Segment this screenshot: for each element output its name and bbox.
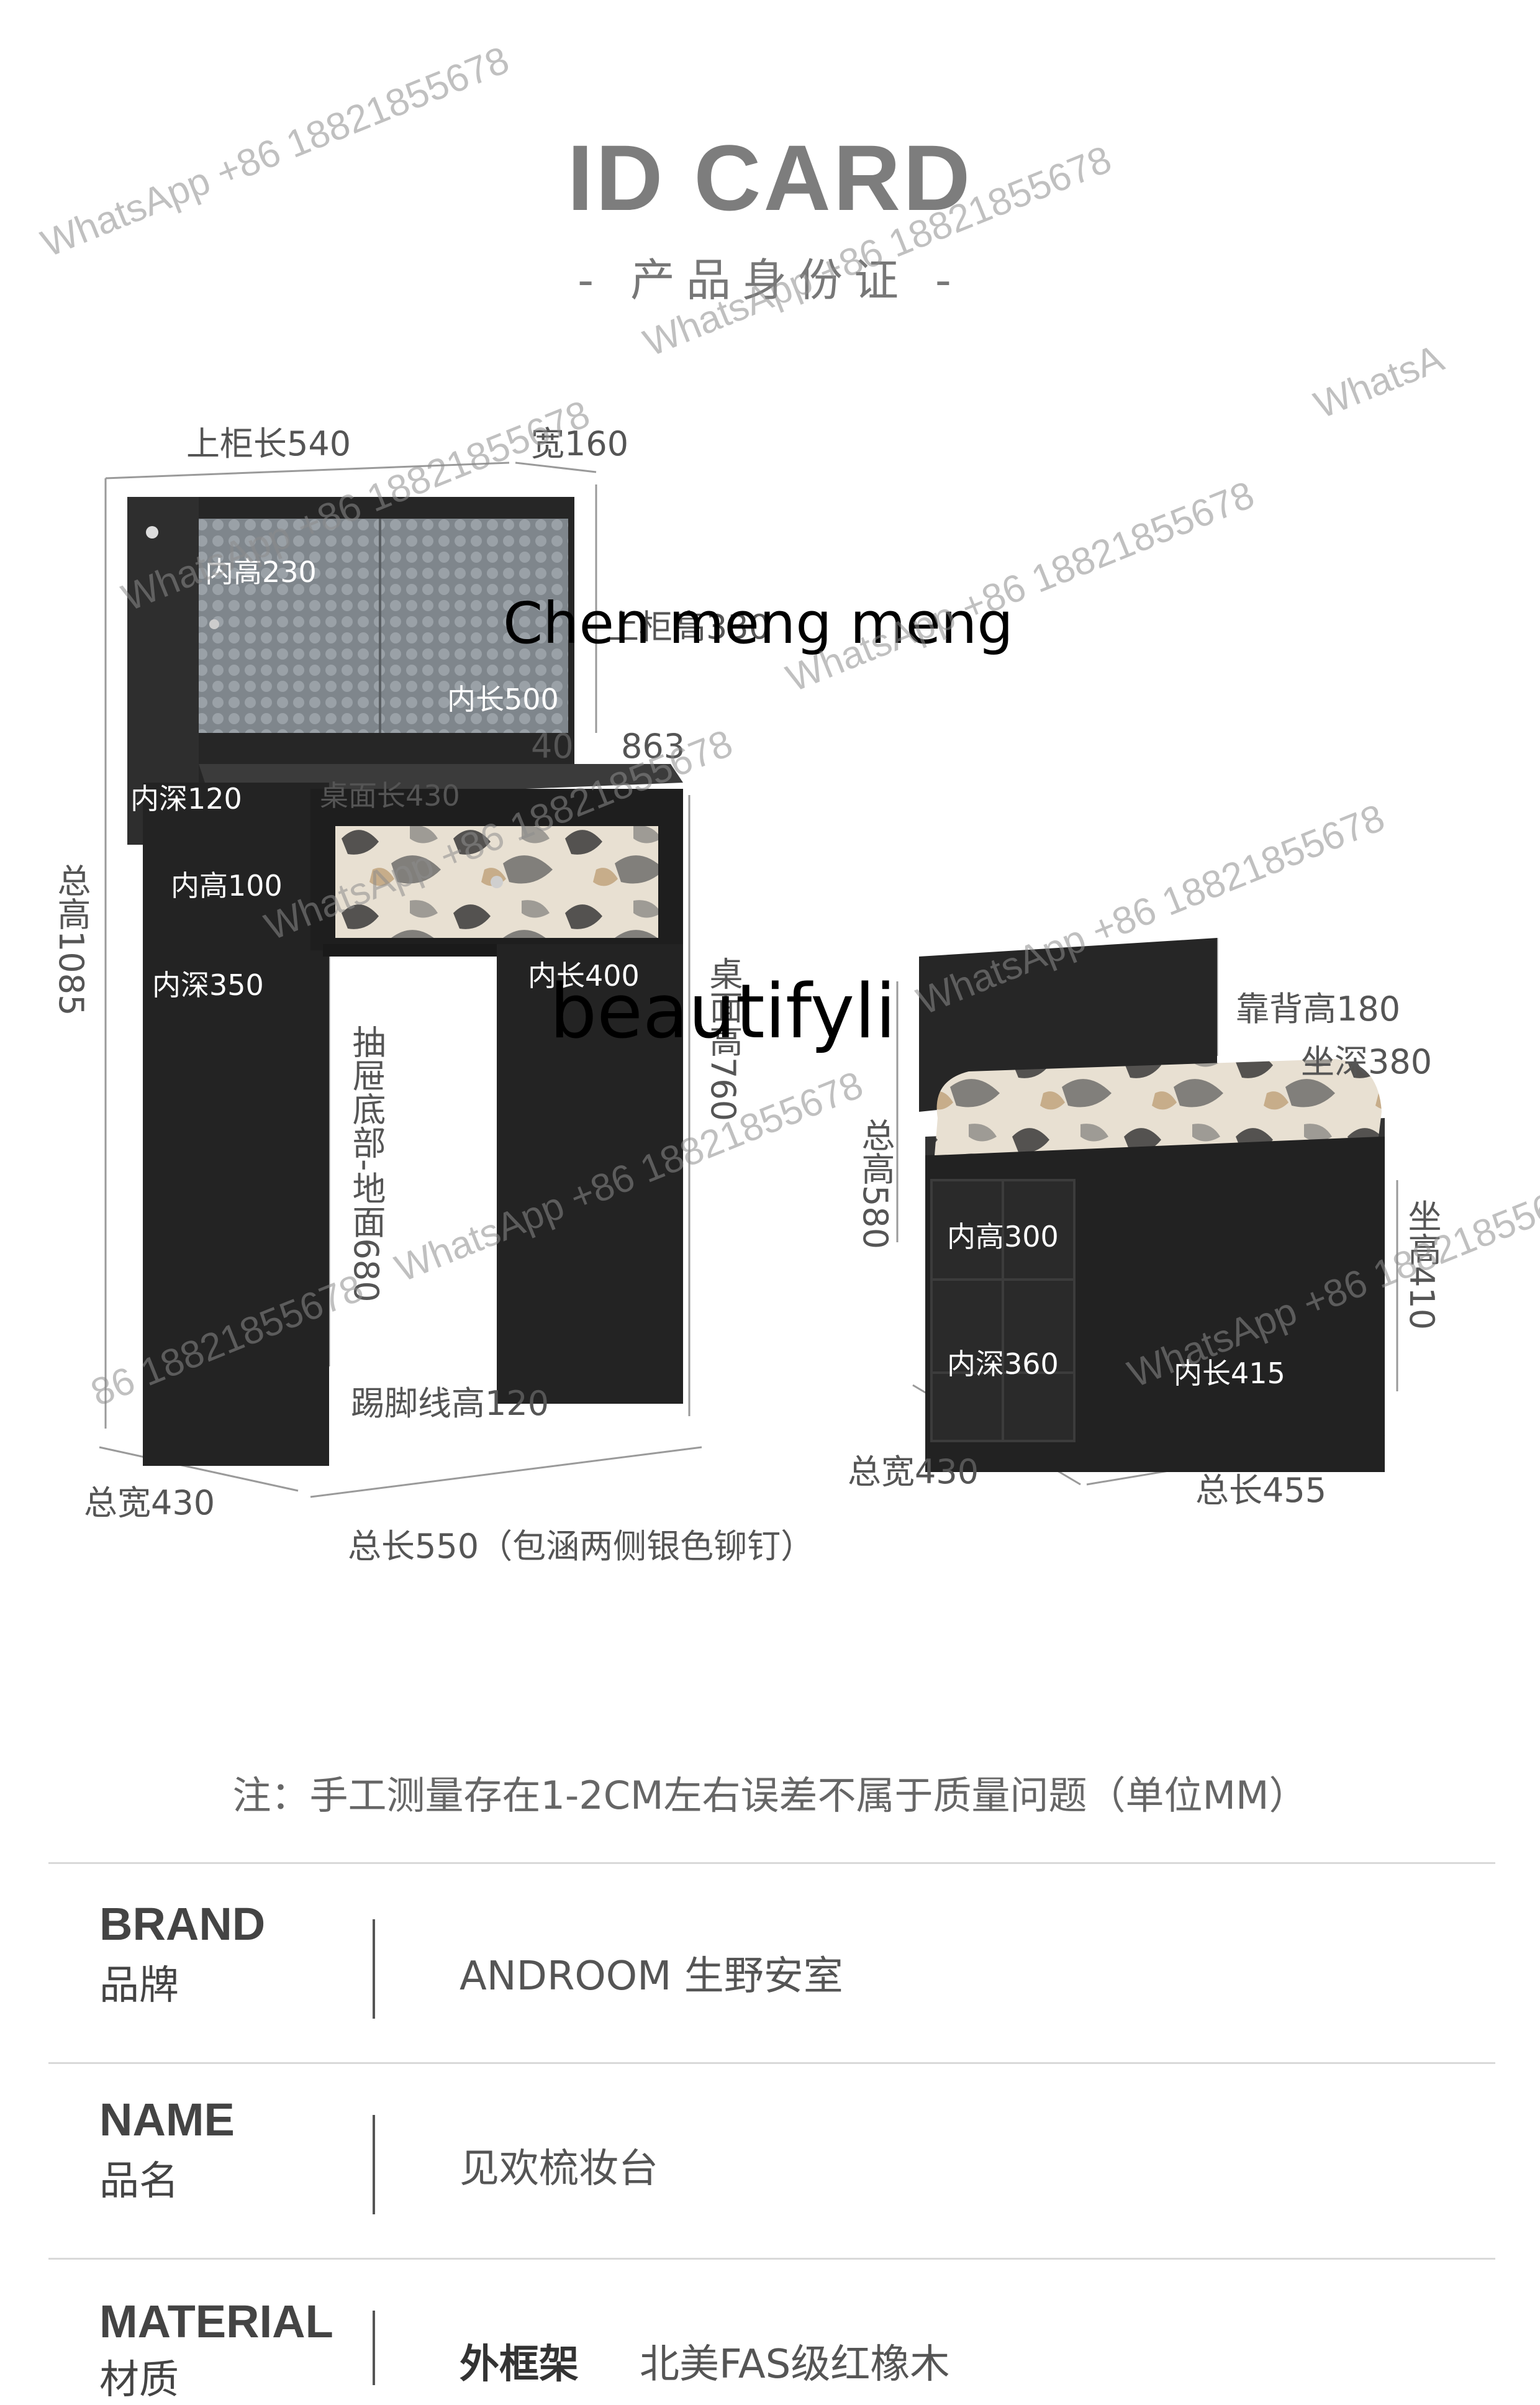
- dim-extra: 863: [621, 727, 686, 766]
- stool-dim-back-h: 靠背高180: [1236, 989, 1401, 1029]
- vanity-desk: [143, 764, 683, 1466]
- dim-upper-h: 上柜高330: [605, 607, 771, 647]
- overlay-name: Chen meng meng: [503, 590, 1013, 657]
- stool-dim-total-len: 总长455: [1195, 1471, 1327, 1510]
- dim-drawer-bottom: 抽屉底部-地面680: [346, 1025, 386, 1303]
- divider: [373, 2311, 375, 2385]
- furniture-illustration: [99, 461, 1398, 1498]
- spec-name-value: 见欢梳妆台: [460, 2146, 658, 2192]
- dim-drawer-inner-h: 内高100: [171, 869, 283, 902]
- measurement-note: 注：手工测量存在1-2CM左右误差不属于质量问题（单位MM）: [232, 1773, 1308, 1818]
- stool-dim-inner-h: 内高300: [947, 1220, 1059, 1253]
- dim-inner-len-top: 内长500: [447, 683, 559, 716]
- spec-material-value-label: 外框架: [460, 2342, 579, 2388]
- divider: [48, 2258, 1495, 2260]
- stool-dim-seat-h: 坐高410: [1402, 1199, 1441, 1330]
- divider: [48, 2062, 1495, 2064]
- divider: [48, 1862, 1495, 1864]
- dim-total-w: 总宽430: [84, 1483, 215, 1522]
- divider: [373, 2115, 375, 2214]
- dim-inner-h-top: 内高230: [205, 555, 317, 589]
- dim-total-h: 总高1085: [52, 863, 91, 1016]
- page-title: ID CARD: [567, 125, 973, 230]
- dim-inner-depth-top: 内深120: [130, 782, 242, 816]
- dim-upper-len: 上柜长540: [186, 424, 351, 463]
- spec-name-label-cn: 品名: [99, 2158, 179, 2204]
- stool-dim-total-w: 总宽430: [848, 1452, 979, 1491]
- spec-material-value: 北美FAS级红橡木: [640, 2342, 950, 2388]
- vanity-upper-cabinet: [127, 497, 574, 845]
- spec-material-label-cn: 材质: [99, 2357, 179, 2403]
- spec-brand-label-en: BRAND: [99, 1898, 266, 1950]
- spec-brand-label-cn: 品牌: [99, 1963, 179, 2009]
- dim-gap: 40: [531, 727, 574, 766]
- dim-desk-h: 桌面高760: [704, 957, 743, 1122]
- page-subtitle: - 产品身份证 -: [578, 254, 962, 306]
- overlay-brand: beautifyli: [550, 969, 896, 1055]
- stool-dim-total-h: 总高580: [856, 1118, 895, 1250]
- divider: [373, 1919, 375, 2019]
- stool-dim-inner-len: 内长415: [1174, 1357, 1285, 1390]
- dim-width: 宽160: [531, 424, 629, 463]
- dim-drawer-inner-depth: 内深350: [152, 968, 264, 1002]
- dim-total-len: 总长550（包涵两侧银色铆钉）: [348, 1527, 815, 1566]
- stool-dim-inner-depth: 内深360: [947, 1347, 1059, 1381]
- dim-desk-len: 桌面长430: [320, 779, 460, 812]
- dim-drawer-inner-len: 内长400: [528, 959, 640, 993]
- dim-kick-h: 踢脚线高120: [351, 1384, 550, 1423]
- spec-brand-value: ANDROOM 生野安室: [460, 1953, 843, 1999]
- spec-name-label-en: NAME: [99, 2094, 235, 2145]
- stool: [919, 938, 1385, 1472]
- stool-dim-seat-depth: 坐深380: [1301, 1042, 1433, 1081]
- spec-material-label-en: MATERIAL: [99, 2296, 333, 2347]
